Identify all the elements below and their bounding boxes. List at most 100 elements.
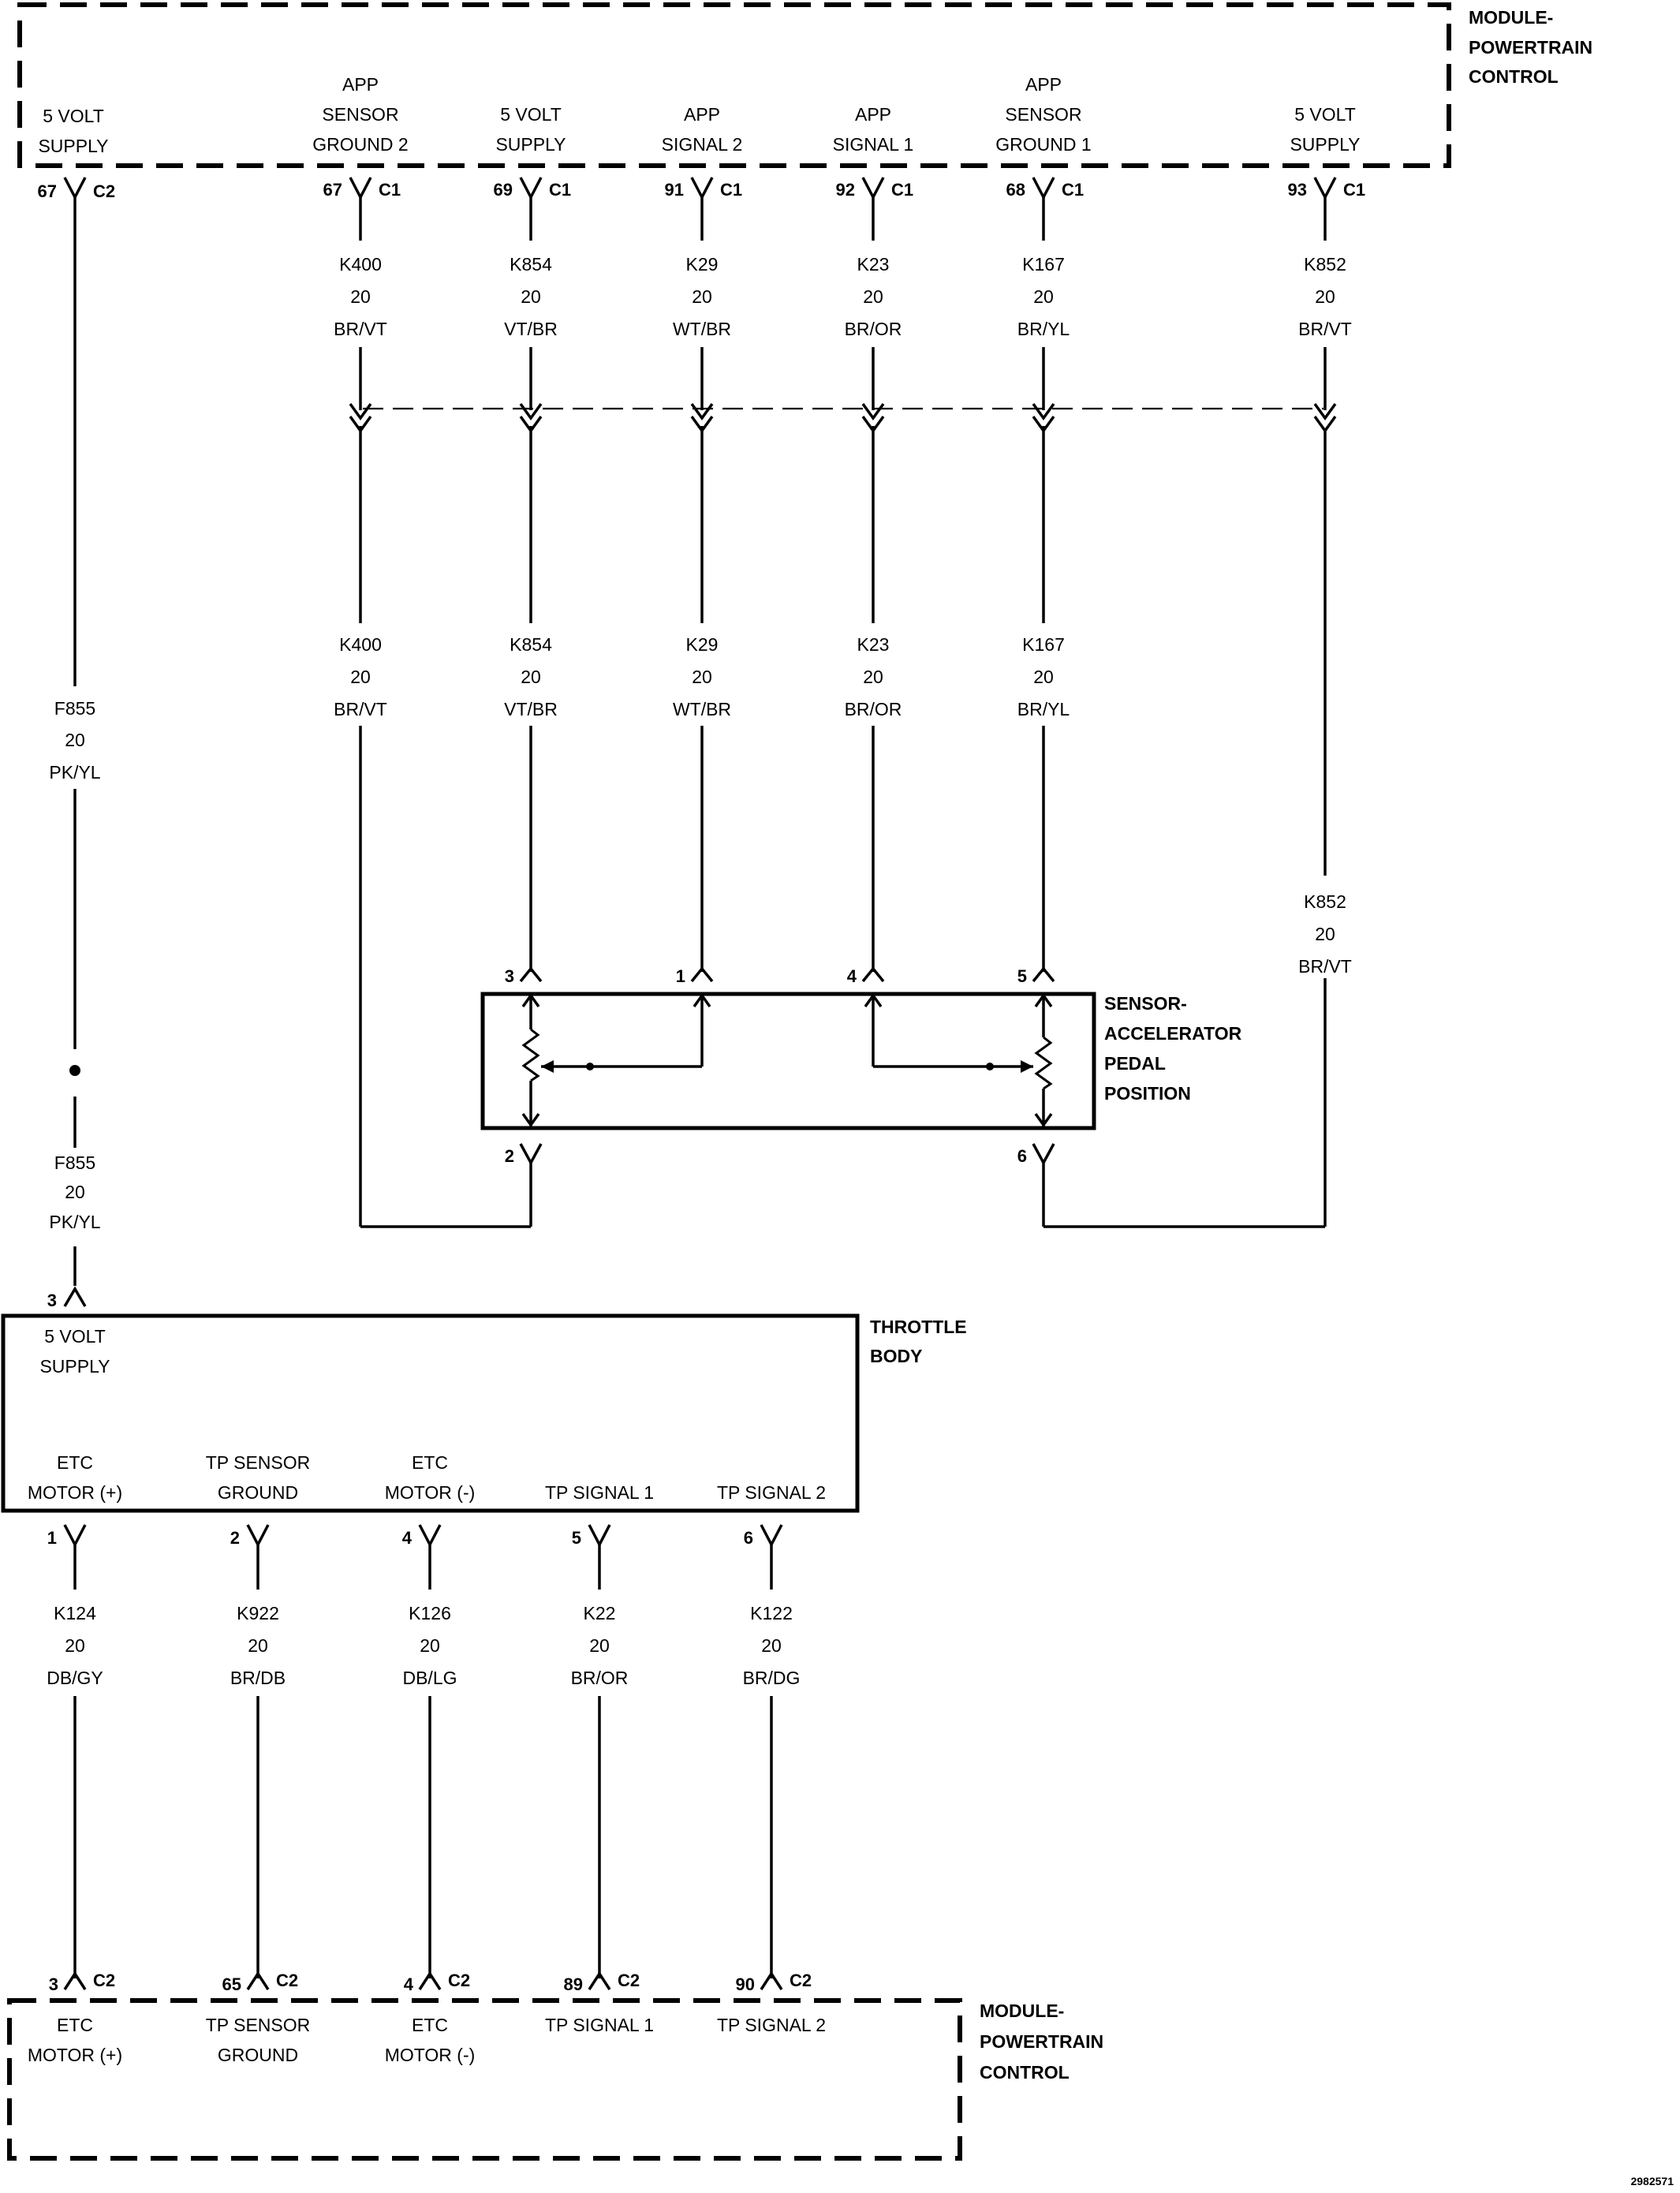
- svg-text:ETC: ETC: [57, 1452, 93, 1473]
- svg-text:APP: APP: [1025, 74, 1062, 95]
- app-sensor-pin-1: 1: [676, 966, 714, 986]
- svg-text:SENSOR: SENSOR: [322, 104, 398, 125]
- svg-text:CONTROL: CONTROL: [1469, 66, 1559, 87]
- svg-text:20: 20: [350, 667, 371, 687]
- svg-text:ETC: ETC: [412, 1452, 448, 1473]
- app-sensor-title: SENSOR- ACCELERATOR PEDAL POSITION: [1104, 993, 1242, 1104]
- svg-text:C2: C2: [93, 1971, 115, 1990]
- svg-text:1: 1: [47, 1528, 57, 1548]
- throttle-body-title: THROTTLE BODY: [870, 1317, 967, 1366]
- pcm-top-pin-label-1: 5 VOLT SUPPLY: [38, 106, 108, 156]
- svg-text:K23: K23: [857, 634, 890, 655]
- svg-text:C2: C2: [448, 1971, 470, 1990]
- svg-text:BR/OR: BR/OR: [845, 699, 902, 719]
- throttle-body-pin-2: 2: [230, 1524, 270, 1548]
- svg-text:THROTTLE: THROTTLE: [870, 1317, 967, 1337]
- wire-label-upper-k854: K854 20 VT/BR: [504, 254, 558, 339]
- svg-text:20: 20: [692, 667, 712, 687]
- svg-text:DB/LG: DB/LG: [402, 1668, 457, 1688]
- potentiometer-1: [521, 992, 711, 1128]
- wire-label-f855-b: F855 20 PK/YL: [49, 1153, 100, 1232]
- potentiometer-2: [864, 992, 1053, 1128]
- app-sensor-pin-5: 5: [1017, 966, 1055, 986]
- svg-text:91: 91: [665, 180, 684, 200]
- svg-text:GROUND: GROUND: [218, 1482, 298, 1503]
- svg-text:6: 6: [1017, 1146, 1027, 1166]
- pcm-top-title: MODULE- POWERTRAIN CONTROL: [1469, 7, 1592, 87]
- svg-text:20: 20: [350, 286, 371, 307]
- svg-text:K922: K922: [237, 1603, 279, 1623]
- svg-text:C1: C1: [1062, 180, 1084, 200]
- svg-text:5: 5: [1017, 966, 1027, 986]
- pcm-bottom-pin-label-4: TP SIGNAL 1: [545, 2015, 654, 2035]
- svg-text:APP: APP: [342, 74, 379, 95]
- inline-connector-k852: [1313, 347, 1337, 433]
- throttle-body-pin-label-1: ETC MOTOR (+): [28, 1452, 122, 1503]
- svg-text:SIGNAL 1: SIGNAL 1: [833, 134, 914, 155]
- svg-text:SENSOR-: SENSOR-: [1104, 993, 1187, 1014]
- wire-label-upper-k852: K852 20 BR/VT: [1298, 254, 1352, 339]
- pcm-top-pin-label-6: APP SENSOR GROUND 1: [995, 74, 1091, 155]
- svg-text:BR/OR: BR/OR: [845, 319, 902, 339]
- svg-text:BR/VT: BR/VT: [334, 319, 387, 339]
- svg-text:3: 3: [49, 1974, 58, 1994]
- wire-label-mid-k29: K29 20 WT/BR: [673, 634, 731, 719]
- svg-text:K854: K854: [510, 634, 552, 655]
- wire-label-lower-k122: K122 20 BR/DG: [743, 1603, 801, 1688]
- wires-to-app-sensor: [359, 431, 1327, 1228]
- svg-text:20: 20: [761, 1635, 782, 1656]
- svg-text:C1: C1: [379, 180, 401, 200]
- throttle-body-pin-4: 4: [402, 1524, 442, 1548]
- svg-text:TP SENSOR: TP SENSOR: [206, 1452, 311, 1473]
- svg-text:K400: K400: [339, 254, 382, 275]
- svg-text:2: 2: [505, 1146, 514, 1166]
- pcm-bottom-pin-label-2: TP SENSOR GROUND: [206, 2015, 311, 2065]
- wire-label-f855-a: F855 20 PK/YL: [49, 698, 100, 783]
- svg-text:68: 68: [1006, 180, 1025, 200]
- svg-text:92: 92: [836, 180, 855, 200]
- wire-label-lower-k22: K22 20 BR/OR: [571, 1603, 629, 1688]
- svg-text:20: 20: [1033, 667, 1054, 687]
- svg-text:BR/YL: BR/YL: [1017, 699, 1070, 719]
- svg-text:C2: C2: [790, 1971, 812, 1990]
- svg-text:5 VOLT: 5 VOLT: [43, 106, 104, 126]
- throttle-body-pin-label-5: TP SIGNAL 1: [545, 1482, 654, 1503]
- pcm-top-pin-label-4: APP SIGNAL 2: [662, 104, 743, 155]
- wire-label-lower-k124: K124 20 DB/GY: [47, 1603, 103, 1688]
- wire-label-upper-k23: K23 20 BR/OR: [845, 254, 902, 339]
- svg-text:SUPPLY: SUPPLY: [39, 1356, 110, 1377]
- svg-text:WT/BR: WT/BR: [673, 699, 731, 719]
- pcm-bottom-title: MODULE- POWERTRAIN CONTROL: [980, 2001, 1103, 2083]
- svg-text:ETC: ETC: [57, 2015, 93, 2035]
- svg-text:PK/YL: PK/YL: [49, 1212, 100, 1232]
- svg-text:20: 20: [863, 286, 883, 307]
- svg-text:ETC: ETC: [412, 2015, 448, 2035]
- connector-pcm-c1-92: 92 C1: [836, 177, 913, 200]
- pcm-top-box: [17, 2, 1451, 168]
- wire-label-mid-k23: K23 20 BR/OR: [845, 634, 902, 719]
- svg-text:20: 20: [521, 667, 541, 687]
- svg-text:MODULE-: MODULE-: [980, 2001, 1064, 2021]
- svg-text:DB/GY: DB/GY: [47, 1668, 103, 1688]
- svg-text:K122: K122: [750, 1603, 793, 1623]
- svg-text:POSITION: POSITION: [1104, 1083, 1191, 1104]
- wire-label-upper-k167: K167 20 BR/YL: [1017, 254, 1070, 339]
- svg-text:F855: F855: [54, 698, 95, 719]
- svg-text:APP: APP: [855, 104, 891, 125]
- inline-connector-k167: [1032, 347, 1055, 623]
- app-sensor-box: [480, 992, 1096, 1130]
- throttle-body-pin-3-supply: 3: [47, 1286, 87, 1310]
- svg-text:C2: C2: [618, 1971, 640, 1990]
- connector-pcm-c2-67: 67 C2: [38, 177, 115, 201]
- throttle-body-supply-label: 5 VOLT SUPPLY: [39, 1326, 110, 1377]
- svg-text:APP: APP: [684, 104, 720, 125]
- svg-text:20: 20: [863, 667, 883, 687]
- svg-text:WT/BR: WT/BR: [673, 319, 731, 339]
- svg-text:K29: K29: [686, 634, 719, 655]
- svg-text:CONTROL: CONTROL: [980, 2062, 1070, 2083]
- svg-text:20: 20: [65, 1182, 85, 1202]
- svg-text:K400: K400: [339, 634, 382, 655]
